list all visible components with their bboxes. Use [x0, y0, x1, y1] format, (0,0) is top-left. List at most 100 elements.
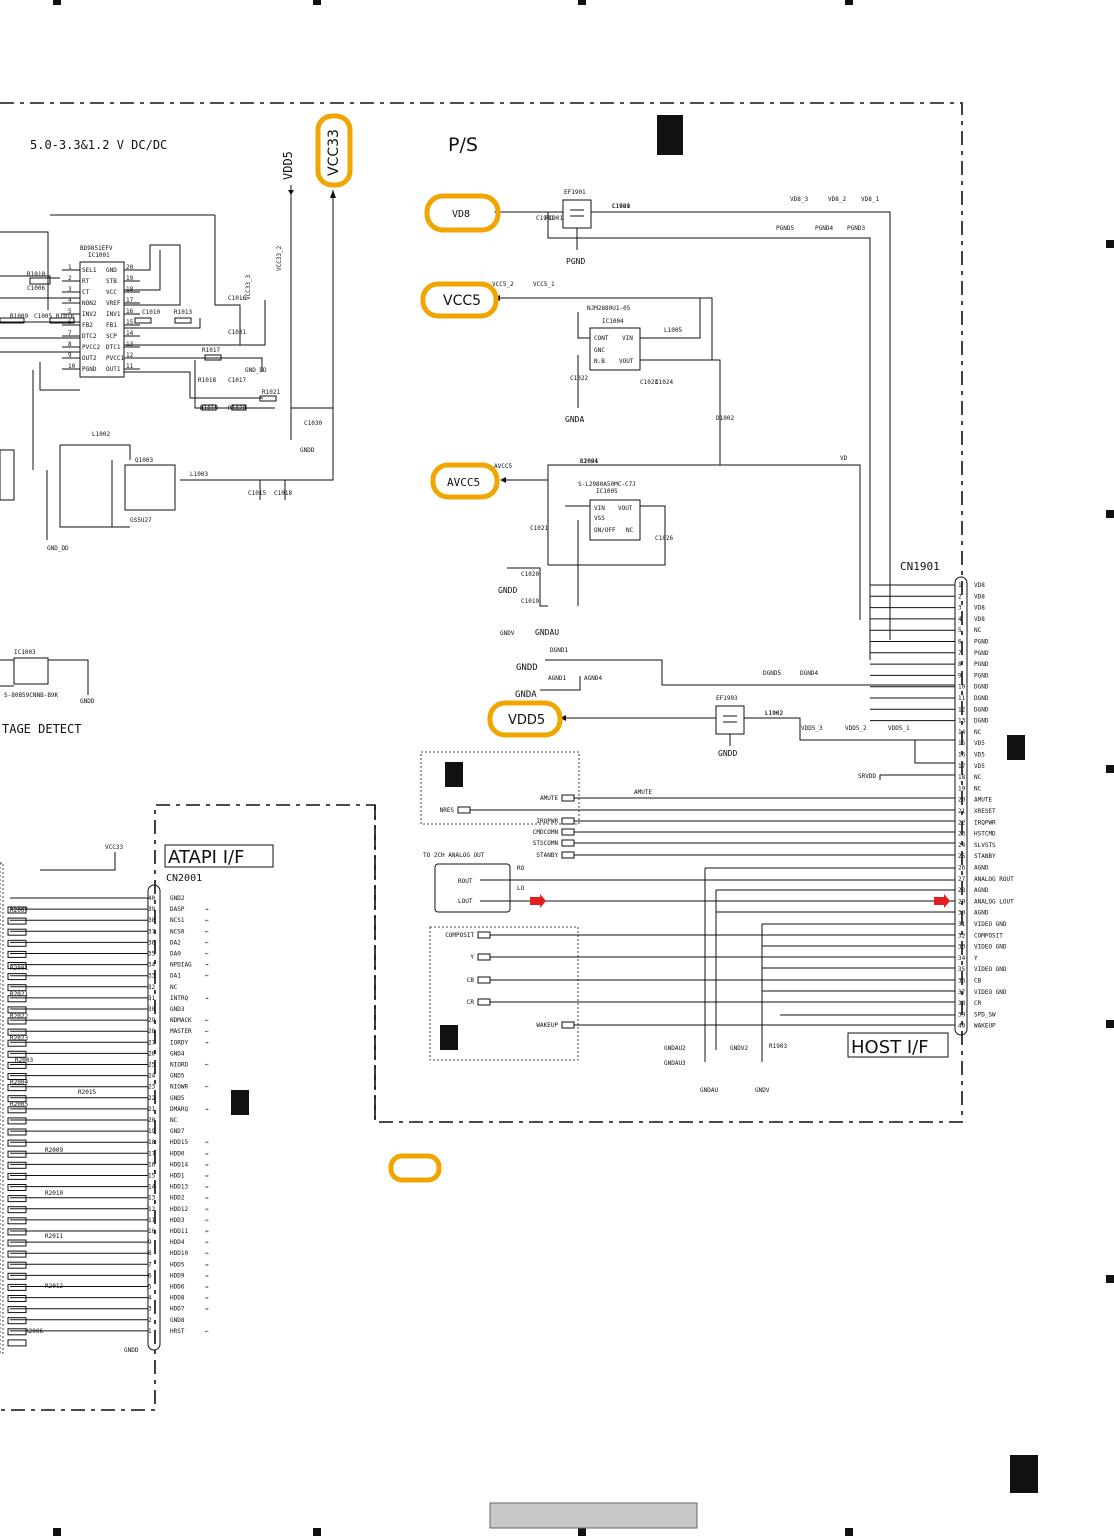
svg-text:AVCC5: AVCC5 — [494, 463, 512, 470]
cn2001-pin-direction: ⇔ — [205, 1284, 209, 1291]
passive-label: C1015 — [248, 490, 266, 497]
svg-text:ON/OFF: ON/OFF — [594, 527, 616, 534]
cn2001-pin-direction: ← — [205, 928, 209, 935]
cn2001-pin-num: 16 — [148, 1161, 156, 1168]
svg-text:GND_DD: GND_DD — [245, 367, 267, 374]
video-signal-label: Y — [470, 954, 474, 961]
svg-text:PGND3: PGND3 — [847, 225, 865, 232]
cn2001-pin-num: 39 — [148, 906, 156, 913]
cn1901-pin-signal: NC — [974, 627, 982, 634]
cn1901-pin-signal: VD5 — [974, 740, 985, 747]
cn2001-pin-signal: HDD15 — [170, 1139, 188, 1146]
ic1001-pin-num: 8 — [68, 341, 72, 348]
cn2001-pin-num: 40 — [148, 895, 156, 902]
cn1901-pin-signal: AGND — [974, 910, 989, 917]
ic1001-pin-label: FB1 — [106, 322, 117, 329]
cn2001-pin-direction: ← — [205, 1017, 209, 1024]
cn2001-pin-direction: ⇔ — [205, 1272, 209, 1279]
ic1001-pin-label: NON2 — [82, 300, 97, 307]
cn2001-pin-signal: GND5 — [170, 1073, 185, 1080]
cn1901-pin-signal: DGND — [974, 695, 989, 702]
ic1001-pin-label: INV1 — [106, 311, 121, 318]
svg-text:RO: RO — [517, 865, 525, 872]
ic1001-pin-label: VCC — [106, 289, 117, 296]
svg-text:CN2001: CN2001 — [166, 873, 202, 884]
cn1901-pin-num: 8 — [958, 661, 962, 668]
svg-text:S-80859CNNB-B9K: S-80859CNNB-B9K — [4, 692, 59, 699]
cn2001-pin-signal: GND8 — [170, 1317, 185, 1324]
cn2001-pin-signal: HDD3 — [170, 1217, 185, 1224]
cn2001-pin-num: 36 — [148, 939, 156, 946]
ic1001-pin-num: 19 — [126, 275, 134, 282]
cn2001-pin-signal: HDD5 — [170, 1261, 185, 1268]
cn2001-pin-num: 38 — [148, 917, 156, 924]
svg-text:DGND4: DGND4 — [800, 670, 818, 677]
cn1901-pin-num: 9 — [958, 672, 962, 679]
cn2001-pin-direction: ⇔ — [205, 1217, 209, 1224]
cn2001-pin-signal: DA1 — [170, 973, 181, 980]
ic1001-pin-num: 10 — [68, 363, 76, 370]
passive-label: R1903 — [769, 1043, 787, 1050]
ic1001-pin-label: STB — [106, 278, 117, 285]
ic1001-pin-label: DTC1 — [106, 344, 121, 351]
cn2001-pin-direction: ← — [205, 951, 209, 958]
cn2001-pin-signal: HDD6 — [170, 1284, 185, 1291]
cn2001-pin-num: 24 — [148, 1073, 156, 1080]
cn2001-pin-num: 25 — [148, 1062, 156, 1069]
ps-title: P/S — [448, 134, 478, 156]
svg-text:NC: NC — [626, 527, 634, 534]
atapi-title: ATAPI I/F — [168, 847, 244, 868]
cn1901-pin-num: 28 — [958, 887, 966, 894]
passive-label: C1017 — [228, 377, 246, 384]
ic1003-block: IC1003 S-80859CNNB-B9K GNDD — [0, 649, 95, 705]
vcc5-label: VCC5 — [443, 293, 481, 309]
cn1901-pin-num: 24 — [958, 842, 966, 849]
svg-text:Q1003: Q1003 — [135, 457, 153, 464]
svg-text:VCC33_2: VCC33_2 — [276, 245, 283, 271]
ic1001-pin-num: 14 — [126, 330, 134, 337]
cn1901-pin-signal: CB — [974, 978, 982, 985]
ef1901-block: EF1901 PGND C1020 VD8_3 VD8_2 VD8_1 PGND… — [494, 189, 891, 660]
cn1901-pin-num: 23 — [958, 831, 966, 838]
cn2001-pin-direction: ← — [205, 1062, 209, 1069]
ic1001-pin-label: GND — [106, 267, 117, 274]
cn2001-pin-direction: ⇔ — [205, 1195, 209, 1202]
cn1901-pin-signal: AMUTE — [974, 797, 992, 804]
passive-label: D1002 — [716, 415, 734, 422]
cn1901-pin-num: 18 — [958, 774, 966, 781]
cn2001-pin-num: 20 — [148, 1117, 156, 1124]
cn1901-pin-signal: ANALOG ROUT — [974, 876, 1014, 883]
ic1001-pin-num: 20 — [126, 264, 134, 271]
cn1901-pin-signal: DGND — [974, 684, 989, 691]
cn1901-pin-signal: WAKEUP — [974, 1023, 996, 1030]
cn2001-pin-direction: ⇔ — [205, 1150, 209, 1157]
cn2001-pin-direction: ⇔ — [205, 1161, 209, 1168]
passive-label: R2015 — [78, 1089, 96, 1096]
cn1901-pin-signal: PGND — [974, 650, 989, 657]
ic1001-pin-num: 16 — [126, 308, 134, 315]
passive-label: L1005 — [664, 327, 682, 334]
video-gnd-block: GNDAU2 GNDAU3 GNDAU GNDV2 GNDV — [664, 867, 955, 1094]
cn1901-pin-num: 31 — [958, 921, 966, 928]
svg-text:GNDV: GNDV — [755, 1087, 770, 1094]
video-signal-label: CB — [467, 977, 475, 984]
svg-text:VOUT: VOUT — [619, 358, 634, 365]
cn2001-pin-signal: HDD7 — [170, 1306, 185, 1313]
passive-label: C1031 — [228, 329, 246, 336]
ic1001-pin-label: PGND — [82, 366, 97, 373]
cn1901-pin-signal: ANALOG LOUT — [974, 898, 1014, 905]
cn2001-pin-num: 27 — [148, 1039, 156, 1046]
cn1901-pin-signal: PGND — [974, 672, 989, 679]
svg-text:LOUT: LOUT — [458, 898, 473, 905]
ic1001-pin-label: VREF — [106, 300, 121, 307]
cn1901-pin-num: 38 — [958, 1000, 966, 1007]
svg-text:GNDV2: GNDV2 — [730, 1045, 748, 1052]
svg-text:PGND: PGND — [566, 257, 585, 266]
cn1901-pin-signal: VD8 — [974, 616, 985, 623]
cn2001-pin-signal: NPDIAG — [170, 962, 192, 969]
svg-text:VIN: VIN — [622, 335, 633, 342]
cn2001-pin-num: 2 — [148, 1317, 152, 1324]
cn1901-pin-num: 13 — [958, 718, 966, 725]
cn1901-pin-signal: AGND — [974, 887, 989, 894]
